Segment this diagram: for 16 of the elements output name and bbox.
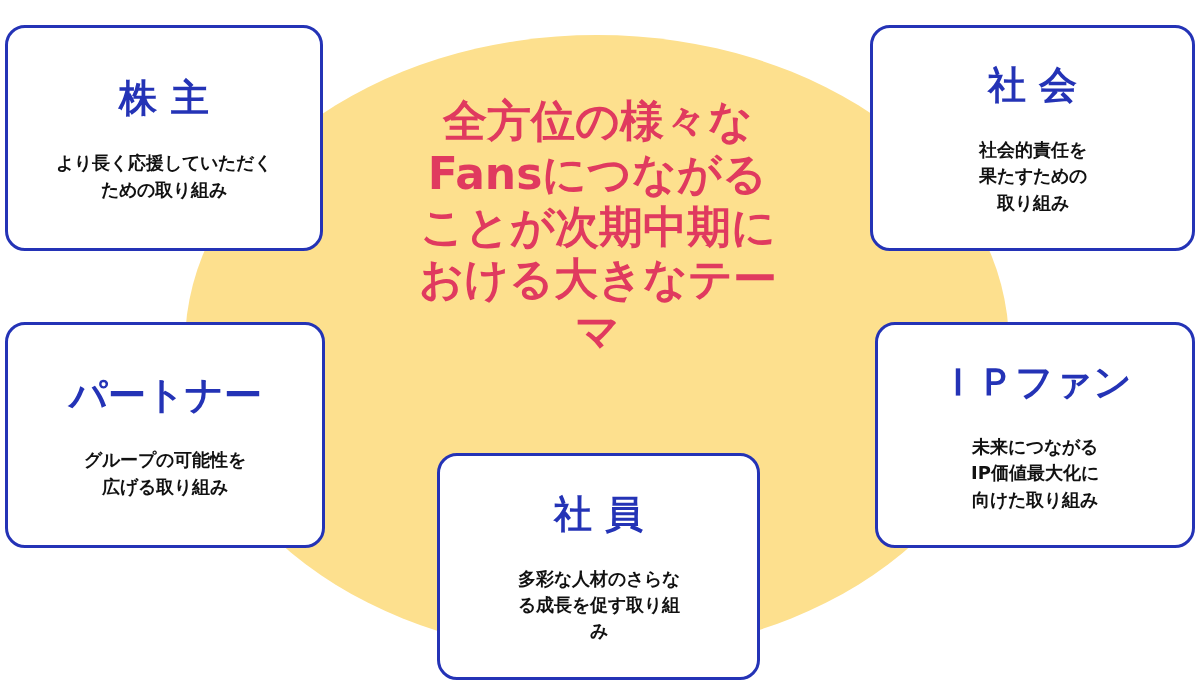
card-description: 未来につながるIP価値最大化に向けた取り組み xyxy=(970,435,1100,512)
stakeholder-card xyxy=(875,322,1195,548)
card-heading: パートナー xyxy=(68,372,262,420)
card-heading: ＩＰファン xyxy=(938,359,1132,407)
card-heading: 社 会 xyxy=(987,62,1078,110)
stakeholder-card xyxy=(870,25,1195,251)
card-heading: 社 員 xyxy=(553,490,644,538)
card-description: 多彩な人材のさらなる成長を促す取り組み xyxy=(516,566,681,644)
stakeholder-card xyxy=(5,322,325,548)
card-description: 社会的責任を果たすための取り組み xyxy=(977,138,1088,215)
stakeholder-card xyxy=(5,25,323,251)
card-heading: 株 主 xyxy=(119,75,209,123)
card-description: より長く応援していただくための取り組み xyxy=(55,151,273,202)
theme-text: 全方位の様々なFansにつながることが次期中期における大きなテーマ xyxy=(417,95,778,359)
card-description: グループの可能性を広げる取り組み xyxy=(83,448,247,499)
stakeholder-card xyxy=(437,453,760,680)
